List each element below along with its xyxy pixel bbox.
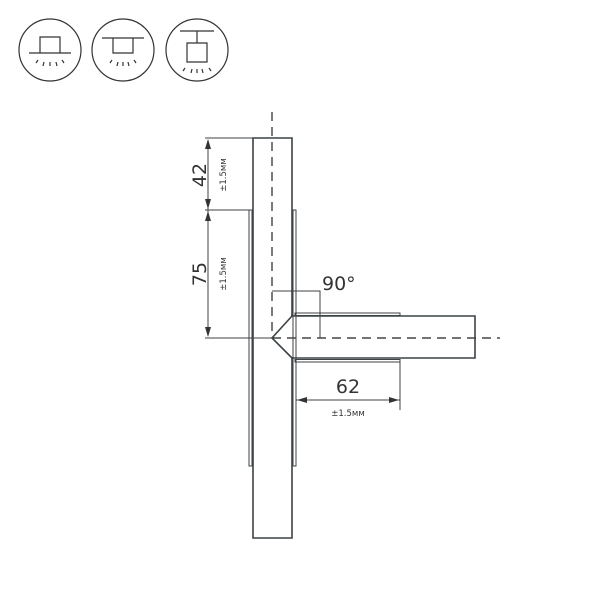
dim-top-label: 42 xyxy=(189,163,211,187)
connector-outline xyxy=(252,137,476,539)
dim-arm-tolerance: ±1.5мм xyxy=(331,409,364,419)
dim-top-tolerance: ±1.5мм xyxy=(219,158,229,191)
dim-middle-label: 75 xyxy=(189,262,211,286)
surface-mount-icon xyxy=(18,18,82,82)
vertical-dimensions xyxy=(205,137,253,339)
suspended-mount-icon xyxy=(165,18,229,82)
dim-middle-tolerance: ±1.5мм xyxy=(219,257,229,290)
recessed-mount-icon xyxy=(91,18,155,82)
dim-arm-label: 62 xyxy=(336,376,360,398)
angle-label: 90° xyxy=(322,273,356,295)
arm-dimension xyxy=(296,362,401,410)
angle-marker xyxy=(272,290,321,338)
miter-joint xyxy=(270,315,293,359)
